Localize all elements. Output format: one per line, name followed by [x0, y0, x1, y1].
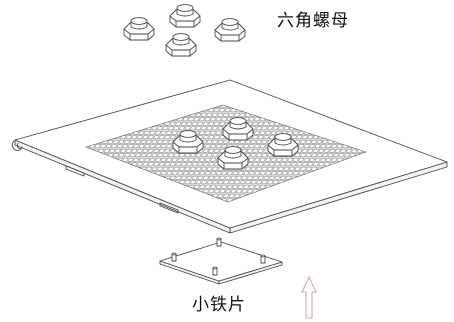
up-arrow-icon — [301, 275, 317, 319]
plate-stud — [260, 254, 266, 264]
hex-nut-top — [169, 4, 201, 28]
small-iron-plate — [159, 237, 283, 285]
hex-nut-group — [123, 4, 246, 57]
small-plate-label: 小铁片 — [192, 295, 246, 315]
plate-stud — [216, 237, 222, 247]
hex-nut-label: 六角螺母 — [277, 11, 349, 31]
plate-tab-middle — [159, 202, 179, 214]
plate-tab-left — [65, 165, 85, 177]
hex-nut-bottom — [165, 33, 197, 57]
large-mesh-plate — [11, 79, 448, 234]
hex-nut-right — [214, 18, 246, 42]
small-plate-top-face — [159, 241, 283, 282]
plate-stud — [212, 266, 218, 276]
hex-nut-left — [123, 17, 155, 41]
plate-stud — [171, 252, 177, 262]
